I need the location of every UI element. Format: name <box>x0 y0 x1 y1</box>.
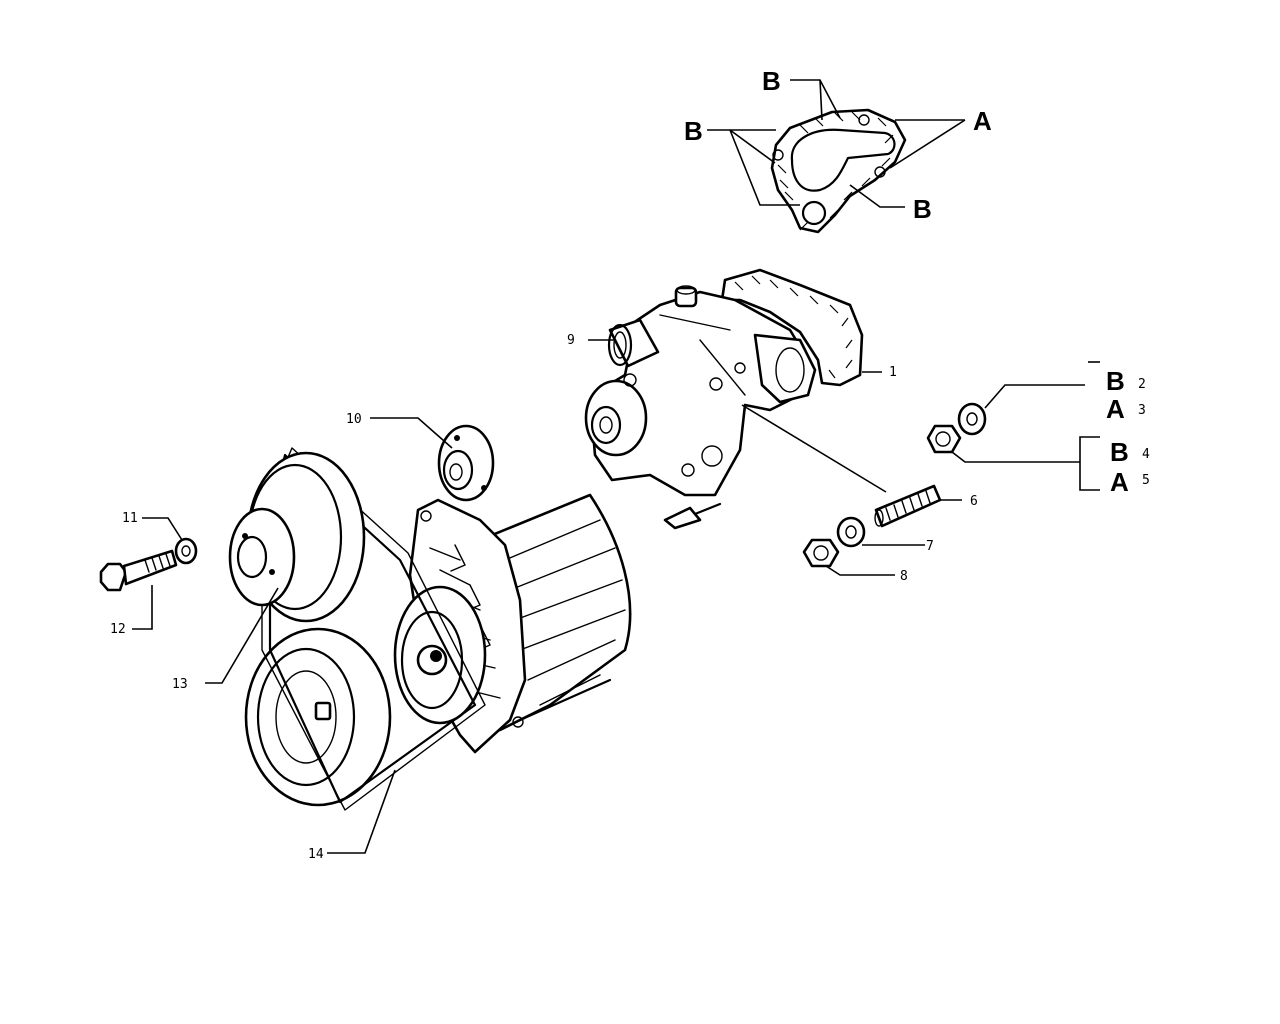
variant-letter-4: B <box>1110 437 1129 467</box>
gasket-detail <box>770 108 907 234</box>
callout-14: 14 <box>308 847 324 862</box>
leader-10 <box>370 417 453 449</box>
nut-4-5 <box>926 424 962 454</box>
callout-4: 4 <box>1142 447 1150 462</box>
callout-13: 13 <box>172 677 188 692</box>
gasket-label-a-right: A <box>973 106 992 136</box>
stud-alignment-line <box>741 404 887 493</box>
leader-12 <box>132 585 153 630</box>
water-pump <box>584 268 864 530</box>
bracket-4-5 <box>1079 436 1100 491</box>
callout-2: 2 <box>1138 377 1146 392</box>
variant-letter-2: B <box>1106 366 1125 396</box>
callout-10: 10 <box>346 412 362 427</box>
callout-5: 5 <box>1142 473 1150 488</box>
hub-flange-10 <box>437 424 495 502</box>
gasket-leader-lines <box>707 79 966 208</box>
callout-1: 1 <box>889 365 897 380</box>
callout-8: 8 <box>900 569 908 584</box>
gasket-label-b-top: B <box>762 66 781 96</box>
pump-pulley-13 <box>228 451 366 623</box>
leader-4-5 <box>951 451 1080 463</box>
washer-11 <box>174 537 198 565</box>
callout-12: 12 <box>110 622 126 637</box>
leader-2-3 <box>984 384 1085 409</box>
leader-8 <box>825 565 895 576</box>
callout-11: 11 <box>122 511 138 526</box>
nut-8 <box>802 538 840 568</box>
callout-7: 7 <box>926 539 934 554</box>
gasket-label-b-left: B <box>684 116 703 146</box>
callout-9: 9 <box>567 333 575 348</box>
leader-11 <box>142 517 183 541</box>
washer-2-3 <box>957 402 987 436</box>
gasket-label-b-bottom: B <box>913 194 932 224</box>
callout-3: 3 <box>1138 403 1146 418</box>
callout-6: 6 <box>970 494 978 509</box>
crank-pulley <box>244 627 392 807</box>
leader-14 <box>327 769 396 854</box>
bolt-12 <box>99 549 178 592</box>
washer-7 <box>836 516 866 548</box>
alternator <box>393 493 632 754</box>
variant-letter-3: A <box>1106 394 1125 424</box>
variant-letter-5: A <box>1110 467 1129 497</box>
leader-13 <box>205 587 279 684</box>
